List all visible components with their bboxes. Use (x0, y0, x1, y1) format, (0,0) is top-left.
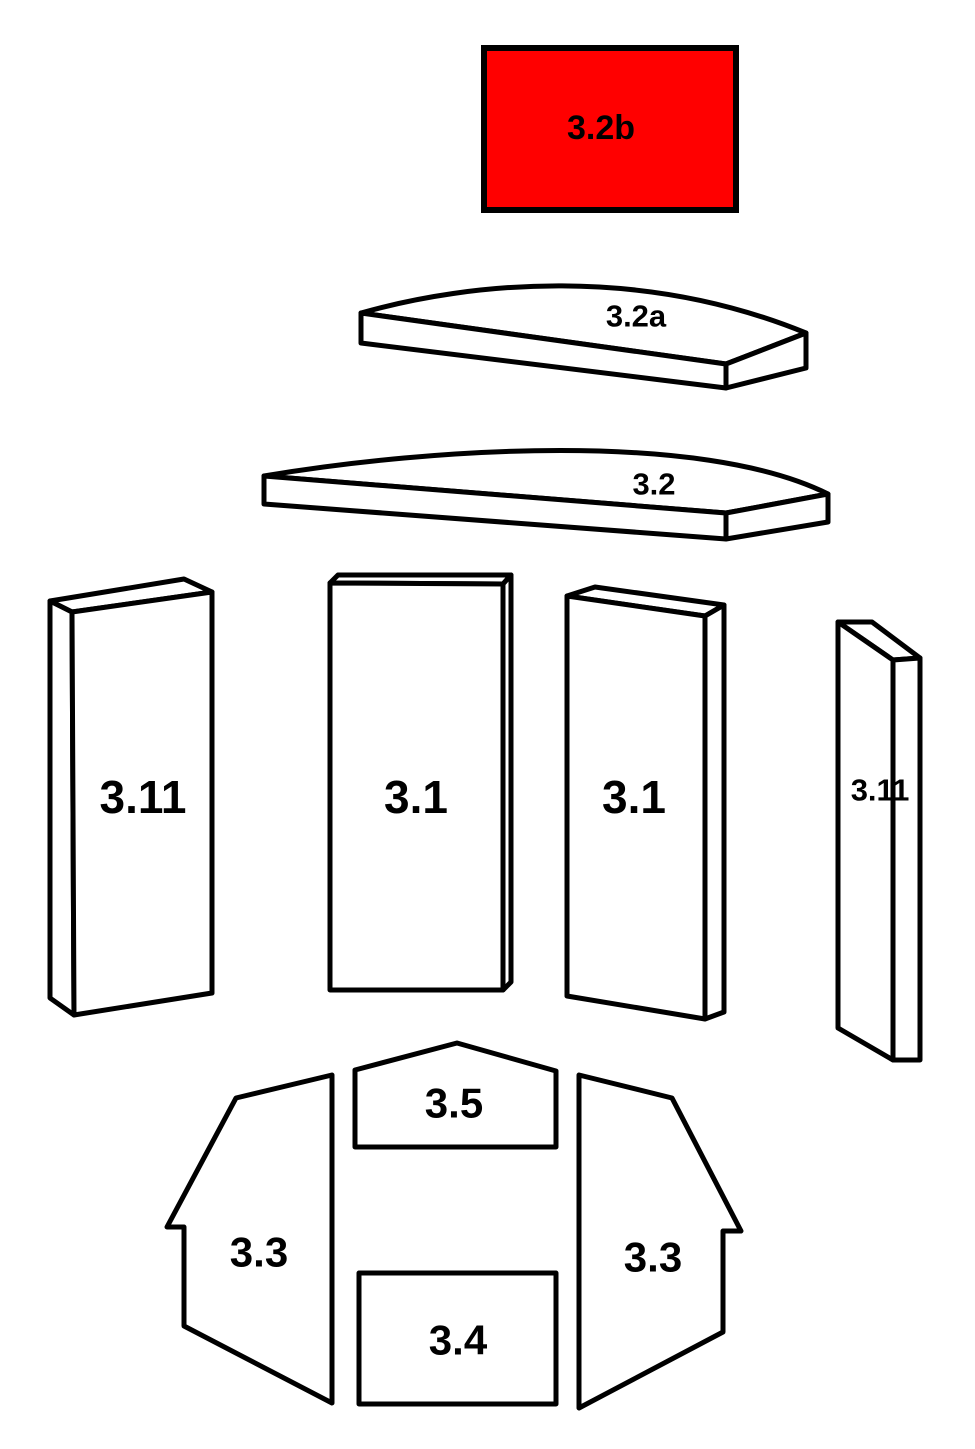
brick-3-2a[interactable]: 3.2a (358, 283, 809, 391)
brick-3-5-face (352, 1040, 559, 1150)
brick-3-11-right[interactable]: 3.11 (835, 619, 923, 1063)
brick-3-3-left-label: 3.3 (230, 1229, 288, 1276)
brick-3-3-right[interactable]: 3.3 (576, 1072, 744, 1411)
brick-3-2a-side (723, 330, 809, 391)
brick-3-1-center[interactable]: 3.1 (327, 572, 514, 993)
brick-3-2a-label: 3.2a (606, 299, 667, 334)
brick-3-1-right-side (702, 602, 727, 1022)
brick-3-2b[interactable]: 3.2b (481, 45, 739, 213)
brick-3-3-left-face (164, 1072, 335, 1406)
brick-3-3-right-label: 3.3 (624, 1234, 682, 1281)
brick-3-11-right-side (890, 655, 923, 1063)
brick-3-11-left-label: 3.11 (100, 771, 187, 823)
brick-3-2-label: 3.2 (632, 467, 675, 502)
brick-3-2a-top (358, 283, 809, 367)
brick-3-1-center-face (327, 580, 506, 993)
brick-3-5[interactable]: 3.5 (352, 1040, 559, 1150)
brick-3-2-top (261, 448, 831, 516)
brick-3-2b-face (481, 45, 739, 213)
brick-3-3-left[interactable]: 3.3 (164, 1072, 335, 1406)
brick-3-1-right[interactable]: 3.1 (564, 584, 727, 1022)
brick-3-4-label: 3.4 (429, 1317, 488, 1364)
brick-3-4[interactable]: 3.4 (356, 1270, 559, 1407)
brick-3-11-right-face (835, 619, 896, 1063)
brick-3-11-left-face (69, 589, 215, 1018)
brick-3-11-left[interactable]: 3.11 (47, 576, 215, 1018)
brick-3-1-center-label: 3.1 (384, 771, 448, 823)
brick-3-2-side (723, 491, 831, 542)
brick-3-4-face (356, 1270, 559, 1407)
brick-3-3-right-face (576, 1072, 744, 1411)
brick-3-1-right-label: 3.1 (602, 771, 666, 823)
brick-3-5-label: 3.5 (425, 1080, 483, 1127)
brick-3-11-right-label: 3.11 (851, 773, 910, 808)
brick-3-2b-label: 3.2b (567, 109, 635, 147)
brick-3-2[interactable]: 3.2 (261, 448, 831, 542)
